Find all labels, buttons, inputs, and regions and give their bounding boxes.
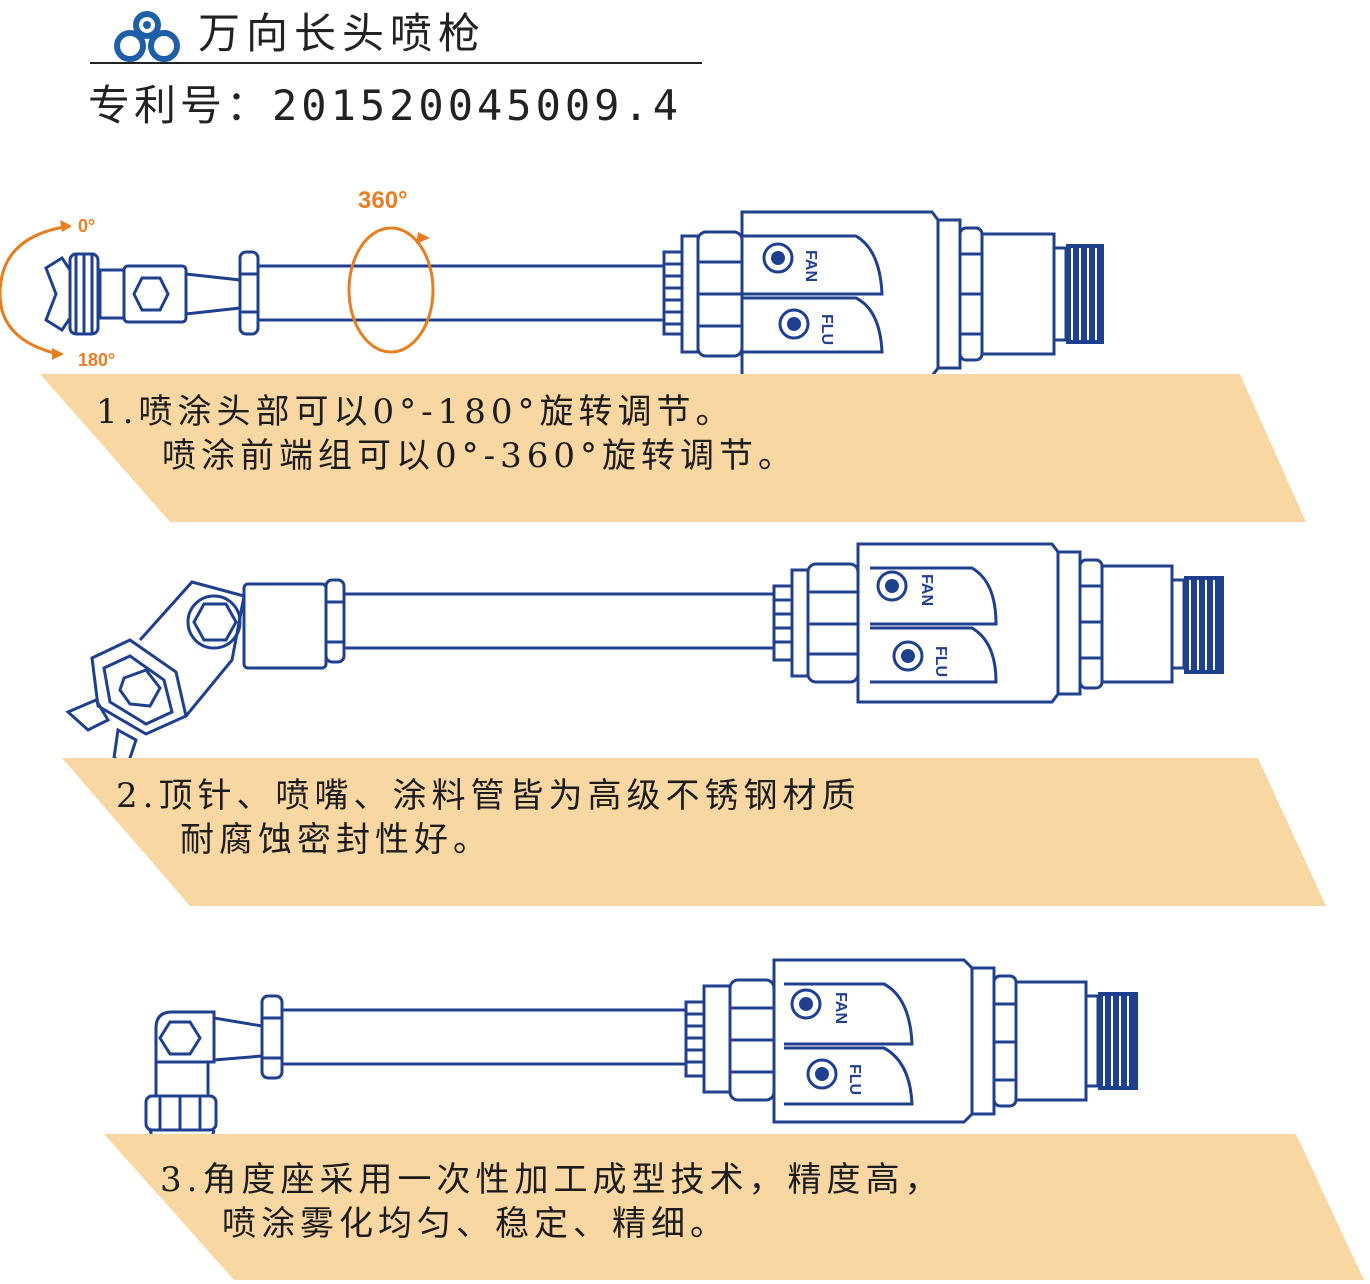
fan-port-label: FAN bbox=[802, 250, 819, 282]
angle-360-label: 360° bbox=[358, 190, 408, 214]
page-title: 万向长头喷枪 bbox=[198, 9, 487, 58]
flu-port-label: FLU bbox=[846, 1064, 863, 1095]
feature-band-1: 1.喷涂头部可以0°-180°旋转调节。 喷涂前端组可以0°-360°旋转调节。 bbox=[0, 374, 1370, 524]
feature-band-2: 2.顶针、喷嘴、涂料管皆为高级不锈钢材质 耐腐蚀密封性好。 bbox=[0, 758, 1370, 908]
patent-number: 专利号：201520045009.4 bbox=[88, 81, 683, 130]
feature-3-line-1: 3.角度座采用一次性加工成型技术，精度高， bbox=[160, 1160, 944, 1200]
rotation-360-arrow bbox=[347, 226, 435, 354]
flu-port-label: FLU bbox=[932, 646, 949, 677]
angle-180-label: 180° bbox=[78, 350, 115, 370]
feature-1-line-1: 1.喷涂头部可以0°-180°旋转调节。 bbox=[96, 392, 735, 432]
spray-gun-angled: FAN FLU bbox=[65, 542, 1224, 760]
feature-band-3: 3.角度座采用一次性加工成型技术，精度高， 喷涂雾化均匀、稳定、精细。 bbox=[0, 1134, 1370, 1284]
feature-1-line-2: 喷涂前端组可以0°-360°旋转调节。 bbox=[162, 436, 798, 476]
brand-logo-icon bbox=[114, 11, 180, 62]
spray-gun-straight: FAN FLU 0° 180° 360° bbox=[0, 190, 1104, 378]
fan-port-label: FAN bbox=[832, 992, 849, 1024]
flu-port-label: FLU bbox=[818, 314, 835, 345]
feature-3-line-2: 喷涂雾化均匀、稳定、精细。 bbox=[222, 1204, 729, 1244]
rotation-180-arrow bbox=[0, 224, 71, 356]
fan-port-label: FAN bbox=[918, 574, 935, 606]
feature-2-line-2: 耐腐蚀密封性好。 bbox=[180, 820, 492, 860]
feature-2-line-1: 2.顶针、喷嘴、涂料管皆为高级不锈钢材质 bbox=[116, 776, 861, 816]
title-underline bbox=[90, 62, 702, 64]
spray-gun-right-angle: FAN FLU bbox=[144, 958, 1138, 1162]
angle-0-label: 0° bbox=[78, 216, 95, 236]
